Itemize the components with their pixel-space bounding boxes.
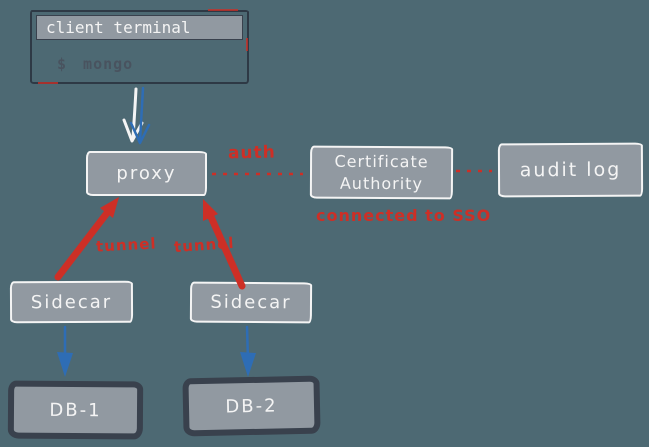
certificate-authority-label: Certificate Authority <box>334 151 429 193</box>
db2-label: DB-2 <box>225 394 278 418</box>
sidecar2-to-db2-arrow <box>240 325 256 377</box>
sidecar1-to-db1-arrow <box>57 325 73 377</box>
terminal-command-text: $ mongo <box>57 55 134 73</box>
db1-label: DB-1 <box>49 399 102 421</box>
sketch-accent <box>208 9 238 11</box>
audit-log-label: audit log <box>519 158 622 182</box>
audit-log-node: audit log <box>497 142 644 198</box>
db1-node: DB-1 <box>7 380 144 440</box>
auth-edge-label: auth <box>227 142 276 164</box>
client-terminal-titlebar: client terminal <box>36 15 243 40</box>
sidecar-right-label: Sidecar <box>210 291 292 314</box>
certificate-authority-node: Certificate Authority <box>309 145 454 200</box>
proxy-node: proxy <box>86 151 207 196</box>
sidecar-left-label: Sidecar <box>30 291 113 313</box>
proxy-label: proxy <box>116 163 177 184</box>
tunnel-right-label: tunnel <box>173 233 236 257</box>
sso-note-label: connected to SSO <box>316 206 492 225</box>
client-terminal-node: client terminal $ mongo <box>30 10 249 84</box>
client-to-proxy-arrow <box>122 86 151 145</box>
sidecar-left-node: Sidecar <box>9 280 134 324</box>
tunnel-left-label: tunnel <box>95 234 157 256</box>
sidecar-right-node: Sidecar <box>189 281 313 324</box>
db2-node: DB-2 <box>182 375 321 437</box>
sketch-accent <box>38 82 58 84</box>
sketch-accent <box>246 38 248 51</box>
